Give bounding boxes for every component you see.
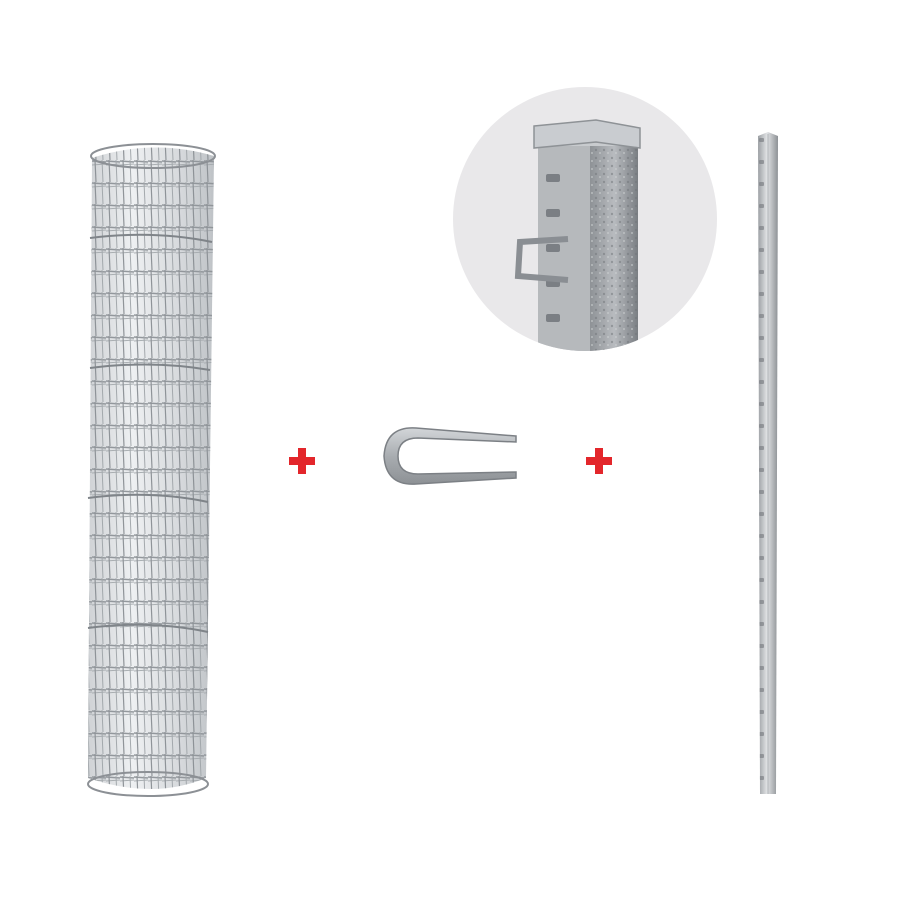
wire-mesh-roll-icon	[87, 143, 216, 797]
plus-icon	[287, 446, 317, 476]
post-top-detail-icon	[453, 87, 717, 351]
plus-icon	[584, 446, 614, 476]
u-staple-clip-icon	[383, 427, 517, 485]
metal-fence-post-icon	[758, 132, 778, 794]
